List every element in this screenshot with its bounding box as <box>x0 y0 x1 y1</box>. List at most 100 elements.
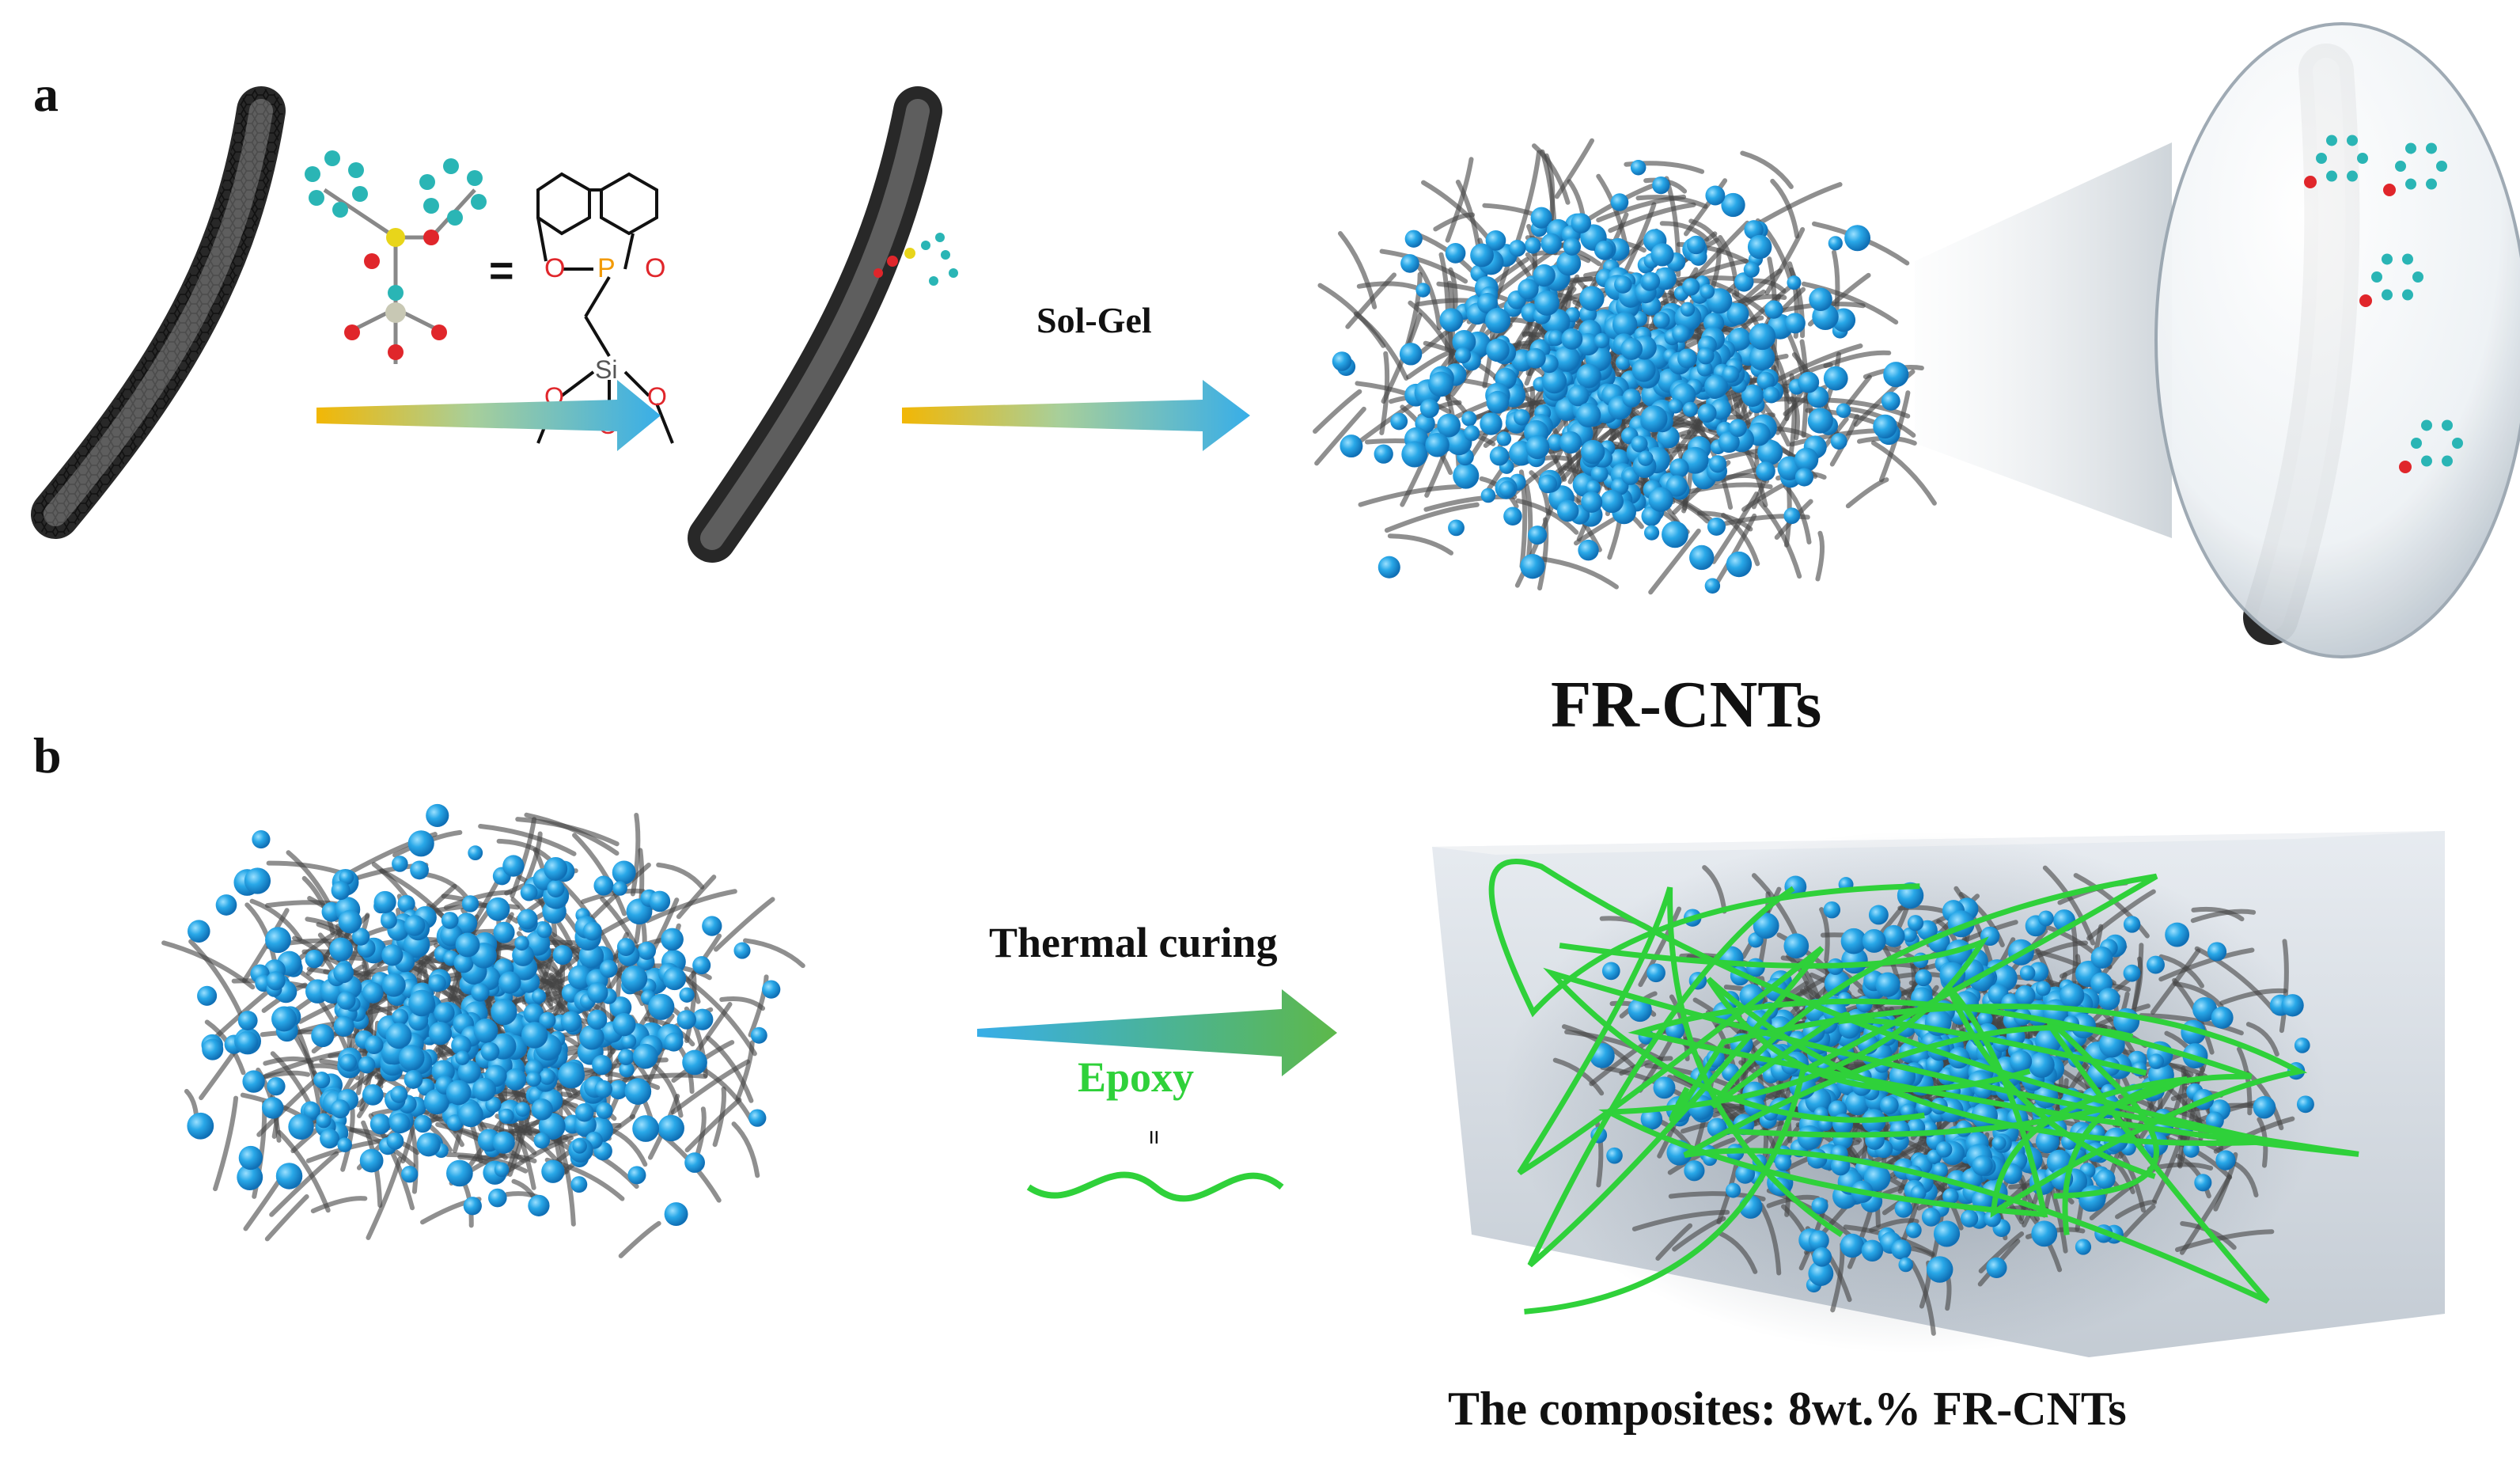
epoxy-chain <box>1543 967 2359 1235</box>
silica-particle <box>1672 324 1691 343</box>
cnt-rod <box>1815 530 1825 582</box>
silica-particle <box>1879 1095 1899 1115</box>
silica-particle <box>381 912 397 929</box>
silica-particle <box>1697 347 1715 365</box>
silica-particle <box>1902 927 1917 943</box>
silica-particle <box>458 1102 483 1128</box>
silica-particle <box>362 1084 384 1106</box>
silica-particle <box>463 1197 482 1216</box>
cnt-rod <box>1638 906 1682 988</box>
silica-particle <box>1807 408 1833 434</box>
cnt-rod <box>240 1092 324 1132</box>
cnt-rod <box>1829 414 1860 467</box>
cnt-rod <box>1648 528 1701 595</box>
cnt-rod <box>1564 1029 1663 1062</box>
silica-particle <box>2035 981 2051 996</box>
silica-particle <box>2029 1052 2055 1079</box>
silica-particle <box>533 1132 551 1149</box>
silica-particle <box>1477 293 1498 314</box>
silica-particle <box>539 1068 555 1085</box>
silica-particle <box>504 1068 527 1091</box>
atom-o-1: O <box>544 253 565 283</box>
silica-particle <box>1707 517 1726 536</box>
silica-particle <box>2194 1174 2212 1192</box>
silica-particle <box>1641 271 1661 291</box>
atom-oxygen <box>2359 294 2372 307</box>
atom-oxygen <box>2399 461 2412 473</box>
atom-carbon <box>2382 253 2393 265</box>
cnt-rod <box>419 871 468 899</box>
silica-particle <box>702 916 722 936</box>
silica-particle <box>1579 286 1605 311</box>
silica-particle <box>1610 193 1629 211</box>
panel-label-b: b <box>33 727 62 784</box>
silica-particle <box>392 856 408 872</box>
atom-o-4: O <box>647 382 667 411</box>
silica-particle <box>320 1129 340 1149</box>
silica-particle <box>1984 1209 2002 1227</box>
atom-carbon <box>2395 161 2406 172</box>
atom-carbon <box>2412 271 2423 283</box>
cnt-rod <box>670 1059 751 1115</box>
cnt-rod <box>2042 865 2096 946</box>
cnt-rod <box>269 1151 339 1217</box>
silica-particle <box>1486 338 1510 362</box>
silica-particle <box>502 855 525 877</box>
fr-cnt-cluster-a <box>1313 138 1937 595</box>
atom-carbon <box>2405 178 2416 190</box>
cnt-rod <box>1977 1239 2021 1287</box>
silica-particle <box>1554 345 1581 372</box>
silica-particle <box>1630 159 1647 176</box>
grafted-molecule <box>873 233 958 286</box>
silica-particle <box>311 1023 335 1048</box>
silica-particle <box>1708 455 1727 473</box>
silica-particle <box>1647 963 1665 983</box>
cnt-rod <box>2213 1116 2295 1154</box>
cnt-rod <box>1869 1218 1919 1233</box>
silica-particle <box>637 941 657 960</box>
silica-particle <box>1812 1246 1832 1267</box>
silica-particle <box>237 1164 263 1191</box>
silica-particle <box>664 1202 688 1227</box>
silica-particle <box>1578 539 1599 561</box>
silica-particle <box>514 935 529 951</box>
cnt-rod <box>1345 272 1397 329</box>
silica-particle <box>2123 964 2141 982</box>
atom-carbon <box>2382 289 2393 301</box>
silica-particle <box>621 1034 637 1049</box>
silica-particle <box>414 1114 432 1133</box>
cnt-rod <box>1978 1231 2025 1273</box>
silica-particle <box>676 1010 696 1030</box>
silica-particle <box>1718 431 1740 453</box>
silica-particle <box>313 1072 331 1089</box>
cnt-rod <box>735 1040 755 1102</box>
atom-carbon <box>2452 438 2463 449</box>
silica-particle <box>1704 374 1729 399</box>
atom-carbon <box>2347 135 2358 146</box>
silica-particle <box>1520 553 1545 579</box>
silica-particle <box>1991 1136 2007 1151</box>
silica-particle <box>472 1077 497 1102</box>
silica-particle <box>2296 1095 2314 1114</box>
cnt-rod <box>2158 1134 2233 1180</box>
cnt-rod <box>2151 948 2201 1015</box>
silica-particle <box>1881 391 1900 411</box>
silica-particle <box>455 1050 470 1065</box>
silica-particle <box>1824 970 1851 996</box>
silica-particle <box>410 860 429 880</box>
silica-particle <box>1726 1182 1741 1198</box>
silica-particle <box>338 909 362 934</box>
cnt-rod <box>1870 440 1937 506</box>
cnt-rod <box>714 897 775 952</box>
silica-particle <box>468 845 483 861</box>
cnt-rod <box>515 817 620 847</box>
silica-particle <box>337 1137 352 1152</box>
silica-particle <box>1697 403 1717 423</box>
silica-particle <box>486 897 510 921</box>
cnt-rod <box>1353 311 1409 381</box>
silica-particle <box>1640 1108 1663 1130</box>
silica-particle <box>390 1085 408 1103</box>
silica-particle <box>733 942 751 959</box>
silica-particle <box>520 883 538 901</box>
silica-particle <box>242 1070 265 1093</box>
